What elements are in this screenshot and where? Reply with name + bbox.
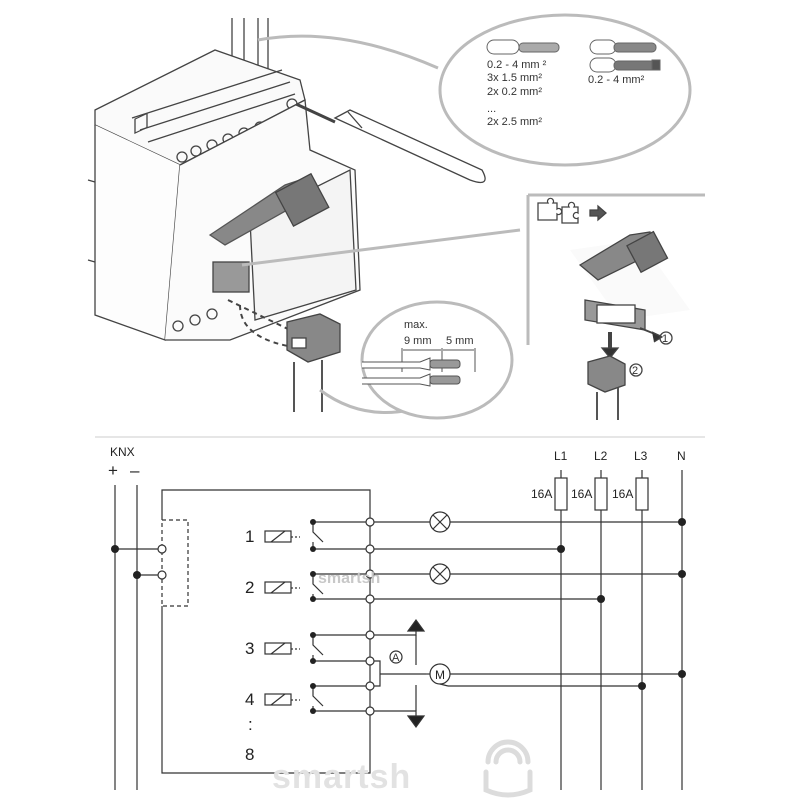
wire-samples <box>486 39 661 73</box>
strip-conductor-length: 5 mm <box>446 335 474 347</box>
channel-label-8: 8 <box>245 745 254 764</box>
interlock-symbol: A <box>392 652 400 664</box>
relay-coils <box>264 530 300 706</box>
phase-label-l1: L1 <box>554 449 568 463</box>
removal-step-2: 2 <box>632 365 638 377</box>
channel-label-4: 4 <box>245 690 254 709</box>
schematic <box>114 470 683 790</box>
strip-insulation-length: 9 mm <box>404 335 432 347</box>
removal-step-1: 1 <box>662 333 668 345</box>
wire-spec-line: 3x 1.5 mm² <box>487 72 542 84</box>
wire-spec-line: 2x 2.5 mm² <box>487 116 542 128</box>
strip-length-detail: max. 9 mm 5 mm <box>362 319 476 387</box>
connector-removal-panel <box>526 193 705 420</box>
channel-label-3: 3 <box>245 639 254 658</box>
wire-spec-line: 2x 0.2 mm² <box>487 86 542 98</box>
bus-plus: + <box>108 461 118 480</box>
watermark-text-large: smartsh <box>272 758 411 796</box>
terminals <box>157 517 375 716</box>
phase-label-l3: L3 <box>634 449 648 463</box>
device-illustration <box>87 13 692 420</box>
bus-minus: – <box>130 461 140 480</box>
puzzle-icon <box>537 197 607 224</box>
fuse-rating-l2: 16A <box>571 487 592 501</box>
watermark: smartsh smartsh <box>272 570 533 798</box>
motor-symbol: M <box>435 668 445 682</box>
watermark-text-small: smartsh <box>318 570 380 587</box>
wire-spec-stranded: 0.2 - 4 mm² <box>588 74 645 86</box>
bus-label: KNX <box>110 445 135 459</box>
strip-max-label: max. <box>404 319 428 331</box>
fuse-rating-l3: 16A <box>612 487 633 501</box>
wire-spec-solid: 0.2 - 4 mm ² 3x 1.5 mm² 2x 0.2 mm² ... 2… <box>487 59 547 128</box>
channel-ellipsis: : <box>248 715 253 734</box>
wire-spec-line: ... <box>487 103 496 115</box>
channel-label-2: 2 <box>245 578 254 597</box>
wire-spec-line: 0.2 - 4 mm ² <box>487 59 547 71</box>
junction-dots <box>111 518 686 714</box>
neutral-label: N <box>677 449 686 463</box>
fuse-rating-l1: 16A <box>531 487 552 501</box>
phase-label-l2: L2 <box>594 449 608 463</box>
channel-label-1: 1 <box>245 527 254 546</box>
watermark-wifi-icon <box>483 739 533 798</box>
